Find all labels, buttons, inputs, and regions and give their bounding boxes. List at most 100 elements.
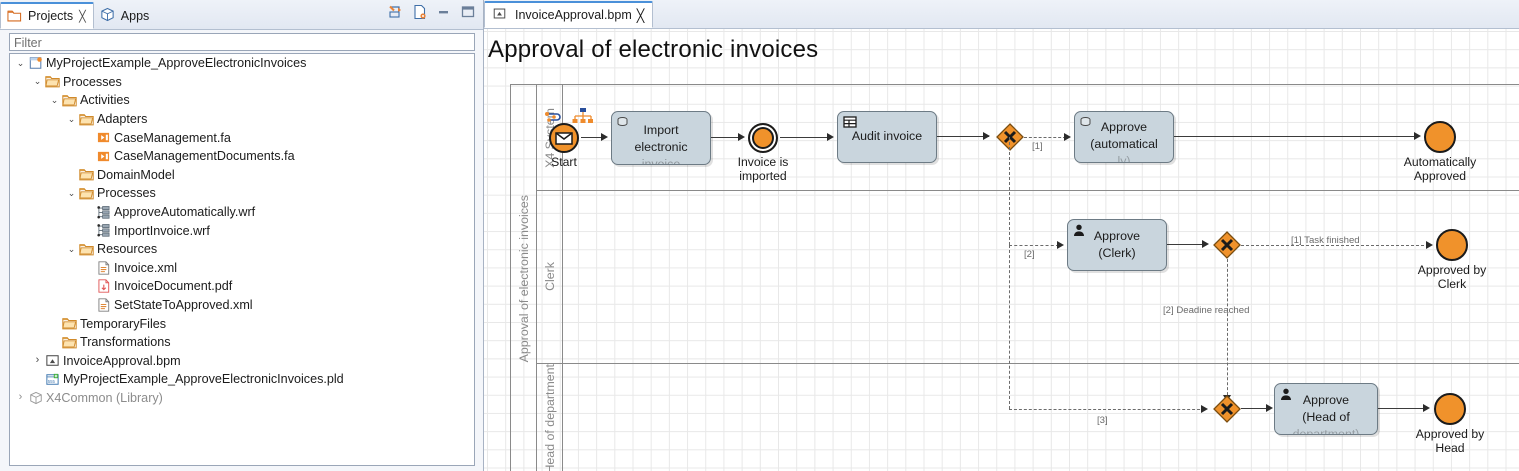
project-tree[interactable]: ⌄MyProjectExample_ApproveElectronicInvoi… [9,53,475,466]
arrowhead [827,133,834,141]
tree-item-transformations[interactable]: ⌄Transformations [10,333,474,352]
folder-icon [78,168,95,181]
end-event-approved-by-head[interactable] [1434,393,1466,425]
tree-item-activities[interactable]: ⌄Activities [10,91,474,110]
view-toolbar [388,4,477,21]
chevron-down-icon[interactable]: ⌄ [67,243,76,254]
flow-label-deadline-reached: [2] Deadine reached [1163,305,1250,316]
tree-item-invoice-xml[interactable]: ⌄Invoice.xml [10,259,474,278]
flow-gw1-to-clerk [1009,245,1059,246]
tab-projects-label: Projects [28,9,74,23]
flow-gw1-to-auto [1024,137,1066,138]
tree-item-label: SetStateToApproved.xml [114,298,253,313]
pdf-file-icon [95,279,112,294]
chevron-right-icon[interactable]: › [18,391,23,404]
tree-item-adapters[interactable]: ⌄Adapters [10,110,474,129]
tree-item-temporaryfiles[interactable]: ⌄TemporaryFiles [10,314,474,333]
flow-audit-to-gw1 [937,136,989,138]
flow-imported-to-audit [780,137,830,139]
diagram-canvas[interactable]: Approval of electronic invoices Approval… [484,29,1519,471]
lane-divider-2 [537,363,1519,364]
chevron-down-icon[interactable]: ⌄ [16,57,25,68]
tree-item-label: Transformations [80,335,171,350]
tree-item-label: Processes [97,186,156,201]
task-audit-invoice[interactable]: Audit invoice [837,111,937,163]
tree-item-label: ApproveAutomatically.wrf [114,205,256,220]
task-approve-clerk[interactable]: Approve(Clerk) [1067,219,1167,271]
tree-item-resources[interactable]: ⌄Resources [10,240,474,259]
lane-clerk[interactable]: Clerk [537,190,1519,363]
tree-item-domainmodel[interactable]: ⌄DomainModel [10,166,474,185]
task-label: Approve(Clerk) [1093,229,1141,260]
exclusive-gateway-1[interactable] [996,123,1024,151]
collapse-all-icon[interactable] [412,4,429,21]
tree-item-approveautomatically-wrf[interactable]: ⌄ApproveAutomatically.wrf [10,203,474,222]
org-structure-decorator-icon [572,108,594,129]
pool-header: Approval of electronic invoices [511,85,537,471]
tree-item-invoiceapproval-bpm[interactable]: ›InvoiceApproval.bpm [10,352,474,371]
page-title: Approval of electronic invoices [488,36,819,63]
chevron-down-icon[interactable]: ⌄ [50,94,59,105]
pool-label: Approval of electronic invoices [516,195,531,363]
tab-apps-label: Apps [120,8,150,23]
intermediate-event-invoice-imported[interactable] [748,123,778,153]
editor-tab-close-icon[interactable]: ╳ [636,8,645,23]
arrowhead [738,133,745,141]
arrowhead [1057,241,1064,249]
start-event-label: Start [551,155,577,169]
tree-item-myprojectexample-approveelectronicinvoices-pld[interactable]: ⌄555MyProjectExample_ApproveElectronicIn… [10,370,474,389]
adapter-icon [95,150,112,163]
tree-item-label: X4Common (Library) [46,390,163,405]
tree-item-label: Processes [63,74,122,89]
flow-gw2-down [1227,259,1228,400]
start-event[interactable] [549,123,579,153]
lane-label-head-of-department: Head of department [542,363,557,471]
bpm-file-icon [44,354,61,367]
tab-invoiceapproval-bpm[interactable]: InvoiceApproval.bpm ╳ [484,1,654,28]
flow-gw3-to-head [1241,408,1269,410]
xml-file-icon [95,298,112,312]
tree-item-invoicedocument-pdf[interactable]: ⌄InvoiceDocument.pdf [10,277,474,296]
tree-item-casemanagement-fa[interactable]: ⌄CaseManagement.fa [10,128,474,147]
arrowhead [1414,132,1421,140]
end-event-approved-by-clerk[interactable] [1436,229,1468,261]
tab-projects[interactable]: Projects ╳ [0,2,94,29]
service-task-icon [617,116,631,129]
projects-view: Projects ╳ Apps [0,0,484,471]
exclusive-gateway-2[interactable] [1213,231,1241,259]
arrowhead [1201,405,1208,413]
tree-item-processes[interactable]: ⌄ Processes [10,184,474,203]
chevron-down-icon[interactable]: ⌄ [67,113,76,124]
tree-item-processes[interactable]: ⌄ Processes [10,73,474,92]
flow-gw1-down-long [1009,245,1010,409]
chevron-down-icon[interactable]: ⌄ [33,76,42,87]
tree-item-label: ImportInvoice.wrf [114,223,210,238]
tab-apps[interactable]: Apps [94,2,157,29]
tree-item-setstatetoapproved-xml[interactable]: ⌄SetStateToApproved.xml [10,296,474,315]
chevron-right-icon[interactable]: › [35,354,40,367]
tree-item-x4common-library[interactable]: › X4Common (Library) [10,389,474,408]
folder-icon [61,336,78,349]
exclusive-gateway-3[interactable] [1213,395,1241,423]
end-event-automatically-approved[interactable] [1424,121,1456,153]
tree-item-importinvoice-wrf[interactable]: ⌄ImportInvoice.wrf [10,221,474,240]
tab-projects-close-icon[interactable]: ╳ [79,10,86,23]
link-with-editor-icon[interactable] [388,4,405,21]
lane-header-head-of-department: Head of department [537,363,563,471]
user-task-icon [1073,224,1087,237]
tree-item-casemanagementdocuments-fa[interactable]: ⌄CaseManagementDocuments.fa [10,147,474,166]
filter-input[interactable]: Filter [9,33,475,51]
maximize-icon[interactable] [460,4,477,21]
minimize-icon[interactable] [436,4,453,21]
arrowhead [1064,133,1071,141]
flow-gw2-to-end-clerk [1241,245,1429,246]
lane-head-of-department[interactable]: Head of department [537,363,1519,471]
tree-item-myprojectexample-approveelectronicinvoices[interactable]: ⌄MyProjectExample_ApproveElectronicInvoi… [10,54,474,73]
chevron-down-icon[interactable]: ⌄ [67,187,76,198]
